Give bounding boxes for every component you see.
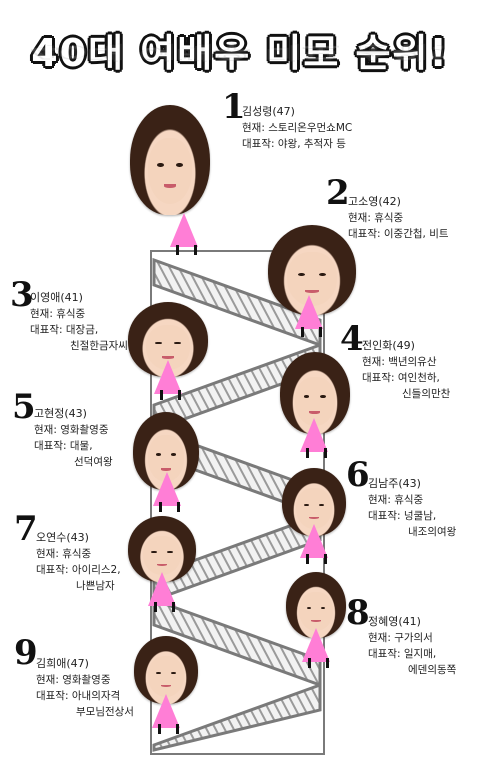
entry-2-works-label: 대표작: [348, 228, 381, 240]
entry-2-info: 고소영(42) 현재: 휴식중 대표작: 이중간첩, 비트 [348, 194, 449, 242]
portrait-8 [286, 572, 346, 638]
entry-9-name: 김희애(47) [36, 657, 89, 670]
entry-5-works-label: 대표작: [34, 440, 67, 452]
pink-dress-8 [302, 628, 330, 662]
entry-3-works-2: 친절한금자씨 [70, 340, 128, 352]
entry-7-works-2: 나쁜남자 [76, 580, 115, 592]
entry-4-info: 전인화(49) 현재: 백년의유산 대표작: 여인천하, 신들의만찬 [362, 338, 450, 402]
pink-dress-6 [300, 524, 328, 558]
entry-2-current-label: 현재: [348, 212, 371, 224]
entry-2-works: 이중간첩, 비트 [383, 228, 449, 240]
entry-8-info: 정혜영(41) 현재: 구가의서 대표작: 일지매, 에덴의동쪽 [368, 614, 456, 678]
pink-dress-1 [170, 213, 198, 247]
rank-number-3: 3 [10, 275, 34, 315]
portrait-7 [128, 516, 196, 582]
entry-1-info: 김성령(47) 현재: 스토리온우먼쇼MC 대표작: 야왕, 추적자 등 [242, 104, 352, 152]
entry-4-name: 전인화(49) [362, 339, 415, 352]
pink-dress-7 [148, 572, 176, 606]
entry-8-current-label: 현재: [368, 632, 391, 644]
entry-3-current: 휴식중 [56, 308, 86, 320]
entry-4-works-label: 대표작: [362, 372, 395, 384]
portrait-9 [134, 636, 198, 704]
rank-number-4: 4 [340, 319, 364, 359]
entry-5-works-1: 대물, [69, 440, 93, 452]
pink-dress-3 [154, 360, 182, 394]
entry-6-works-1: 넝쿨남, [403, 510, 437, 522]
entry-7-current-label: 현재: [36, 548, 59, 560]
entry-3-works-label: 대표작: [30, 324, 63, 336]
entry-4-current: 백년의유산 [388, 356, 437, 368]
entry-8-current: 구가의서 [394, 632, 433, 644]
entry-9-works-label: 대표작: [36, 690, 69, 702]
entry-5-works-2: 선덕여왕 [74, 456, 113, 468]
entry-1-current-label: 현재: [242, 122, 265, 134]
entry-5-current-label: 현재: [34, 424, 57, 436]
entry-7-info: 오연수(43) 현재: 휴식중 대표작: 아이리스2, 나쁜남자 [36, 530, 121, 594]
pink-dress-4 [300, 418, 328, 452]
entry-7-name: 오연수(43) [36, 531, 89, 544]
entry-7-works-1: 아이리스2, [71, 564, 121, 576]
entry-3-info: 이영애(41) 현재: 휴식중 대표작: 대장금, 친절한금자씨 [30, 290, 128, 354]
entry-9-works-1: 아내의자격 [71, 690, 121, 702]
title-reflection: 40대 여배우 미모 순위! [31, 42, 449, 62]
pink-dress-9 [152, 694, 180, 728]
portrait-1 [130, 105, 210, 215]
page-title: 40대 여배우 미모 순위! [31, 31, 449, 75]
entry-9-info: 김희애(47) 현재: 영화촬영중 대표작: 아내의자격 부모님전상서 [36, 656, 134, 720]
rank-number-5: 5 [12, 387, 36, 427]
entry-8-works-1: 일지매, [403, 648, 437, 660]
rank-number-2: 2 [326, 173, 350, 213]
rank-number-9: 9 [14, 633, 38, 673]
entry-1-works-label: 대표작: [242, 138, 275, 150]
entry-7-works-label: 대표작: [36, 564, 69, 576]
entry-4-works-1: 여인천하, [397, 372, 440, 384]
entry-2-name: 고소영(42) [348, 195, 401, 208]
entry-9-works-2: 부모님전상서 [76, 706, 134, 718]
entry-6-current-label: 현재: [368, 494, 391, 506]
entry-6-info: 김남주(43) 현재: 휴식중 대표작: 넝쿨남, 내조의여왕 [368, 476, 456, 540]
entry-2-current: 휴식중 [374, 212, 404, 224]
entry-3-name: 이영애(41) [30, 291, 83, 304]
entry-3-current-label: 현재: [30, 308, 53, 320]
entry-1-works: 야왕, 추적자 등 [277, 138, 346, 150]
entry-8-name: 정혜영(41) [368, 615, 421, 628]
entry-8-works-2: 에덴의동쪽 [408, 664, 457, 676]
entry-5-name: 고현정(43) [34, 407, 87, 420]
entry-7-current: 휴식중 [62, 548, 92, 560]
entry-6-name: 김남주(43) [368, 477, 421, 490]
rank-number-7: 7 [14, 509, 38, 549]
entry-5-current: 영화촬영중 [60, 424, 109, 436]
entry-9-current-label: 현재: [36, 674, 59, 686]
entry-9-current: 영화촬영중 [62, 674, 111, 686]
entry-4-works-2: 신들의만찬 [402, 388, 451, 400]
rank-number-8: 8 [346, 593, 370, 633]
entry-6-current: 휴식중 [394, 494, 424, 506]
entry-5-info: 고현정(43) 현재: 영화촬영중 대표작: 대물, 선덕여왕 [34, 406, 113, 470]
entry-4-current-label: 현재: [362, 356, 385, 368]
entry-6-works-2: 내조의여왕 [408, 526, 457, 538]
entry-6-works-label: 대표작: [368, 510, 401, 522]
entry-1-current: 스토리온우먼쇼MC [268, 122, 353, 134]
entry-3-works-1: 대장금, [65, 324, 99, 336]
rank-number-1: 1 [222, 87, 246, 127]
entry-8-works-label: 대표작: [368, 648, 401, 660]
pink-dress-2 [295, 295, 323, 329]
entry-1-name: 김성령(47) [242, 105, 295, 118]
pink-dress-5 [153, 472, 181, 506]
rank-number-6: 6 [346, 455, 370, 495]
